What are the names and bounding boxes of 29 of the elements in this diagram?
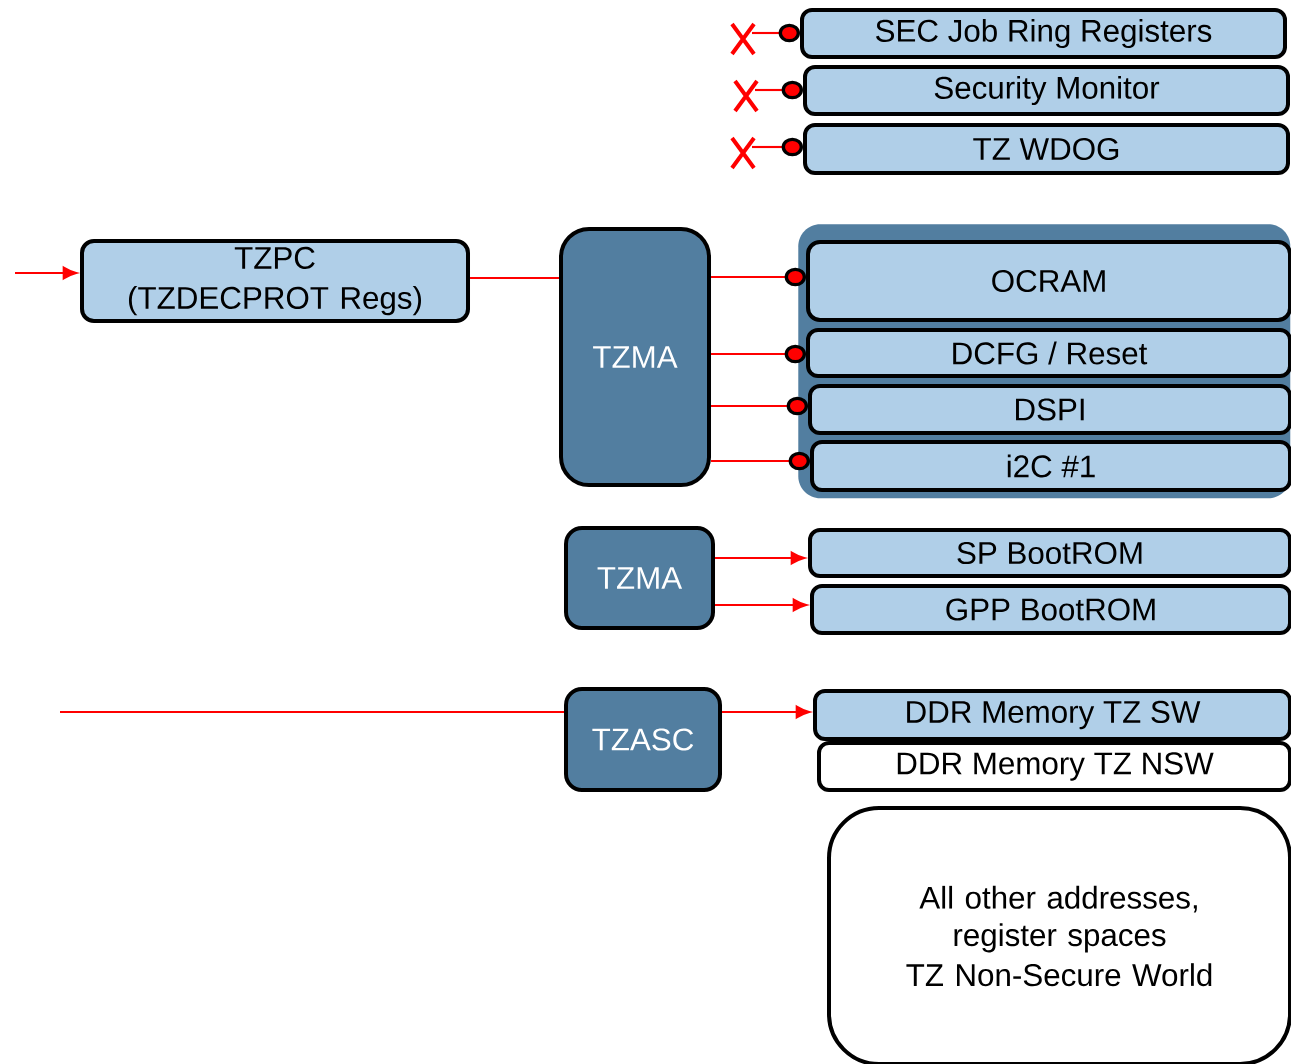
arrow <box>722 705 811 719</box>
process-box: GPP BootROM <box>810 584 1291 635</box>
process-box: i2C #1 <box>810 440 1291 492</box>
process-box: Security Monitor <box>803 65 1290 116</box>
process-box: TZ WDOG <box>803 123 1290 175</box>
connector-line <box>730 22 800 56</box>
connector-line <box>470 276 559 280</box>
arrow <box>715 551 806 565</box>
module-box: TZMA <box>559 227 711 487</box>
connector-line <box>60 710 564 714</box>
connector-line <box>711 344 806 364</box>
module-box: TZASC <box>564 687 722 792</box>
process-box: DSPI <box>808 384 1291 435</box>
connector-line <box>730 136 803 170</box>
process-box: OCRAM <box>806 240 1291 322</box>
process-box: SP BootROM <box>808 528 1291 578</box>
arrow <box>715 598 808 612</box>
memory-box: All other addresses, register spaces TZ Non-Secure World <box>827 806 1291 1064</box>
process-box: SEC Job Ring Registers <box>800 8 1287 59</box>
memory-box: DDR Memory TZ NSW <box>817 741 1291 792</box>
connector-line <box>733 79 803 113</box>
arrow <box>15 266 78 280</box>
module-box: TZMA <box>564 526 715 630</box>
process-box: TZPC (TZDECPROT Regs) <box>80 239 470 323</box>
connector-line <box>711 396 808 416</box>
connector-line <box>711 451 810 471</box>
connector-line <box>711 267 806 287</box>
process-box: DCFG / Reset <box>806 328 1291 378</box>
process-box: DDR Memory TZ SW <box>813 689 1291 741</box>
